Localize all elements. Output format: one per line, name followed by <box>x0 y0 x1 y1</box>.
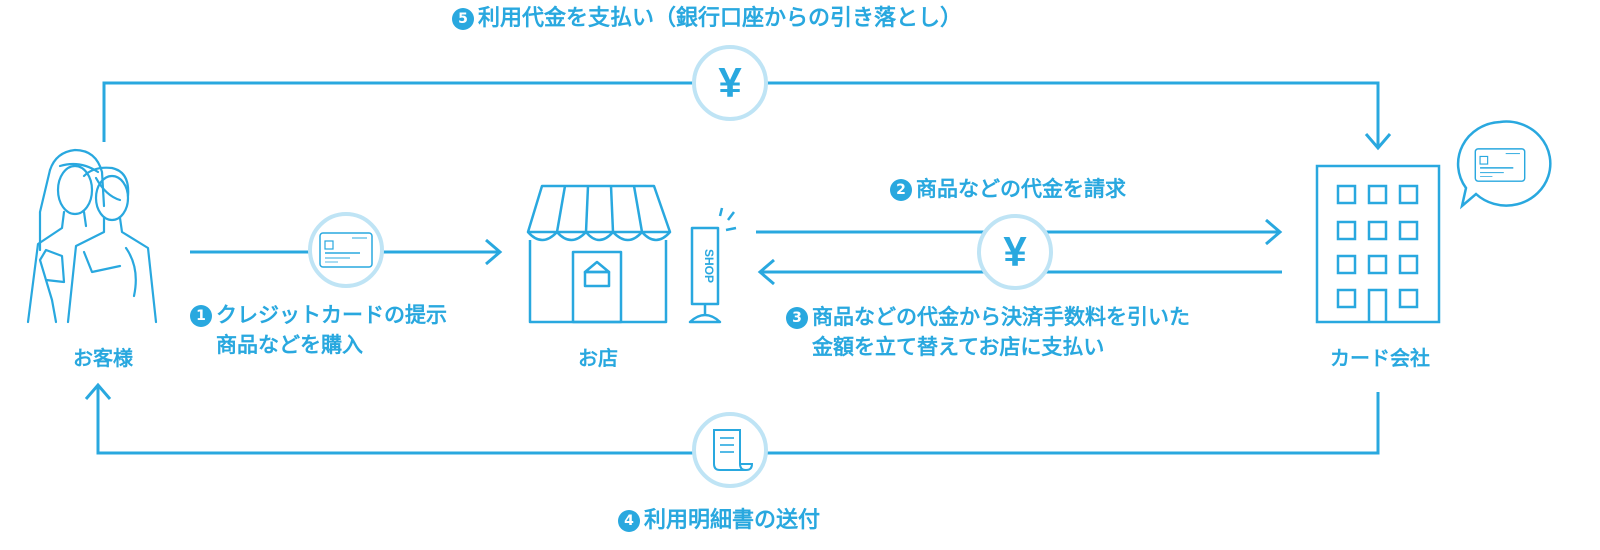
yen-icon: ¥ <box>692 45 768 121</box>
step2-text: 商品などの代金を請求 <box>916 177 1126 201</box>
actor-card-company-label: カード会社 <box>1330 346 1430 370</box>
building-icon <box>1315 164 1441 324</box>
arrow-head-step1 <box>485 238 503 266</box>
step3-text-line1: 商品などの代金から決済手数料を引いた <box>812 305 1190 329</box>
shop-icon <box>526 184 737 324</box>
credit-card-icon <box>308 212 384 288</box>
step4-number: 4 <box>618 510 640 532</box>
step5-number: 5 <box>452 8 474 30</box>
yen-icon: ¥ <box>977 214 1053 290</box>
step4-text: 利用明細書の送付 <box>644 508 821 533</box>
actor-customer-label: お客様 <box>73 346 133 370</box>
yen-symbol-step23: ¥ <box>1003 228 1027 275</box>
step1-text-line1: クレジットカードの提示 <box>216 303 447 327</box>
step1-number: 1 <box>190 305 212 327</box>
arrow-head-step3 <box>757 258 775 286</box>
step5-text: 利用代金を支払い（銀行口座からの引き落とし） <box>478 6 963 31</box>
arrow-head-step2 <box>1265 218 1283 246</box>
speech-bubble-card-icon <box>1456 120 1552 210</box>
arrow-head-step4 <box>84 382 112 400</box>
receipt-icon <box>692 412 768 488</box>
step1-text-line2: 商品などを購入 <box>216 333 363 357</box>
customers-icon <box>26 148 158 324</box>
actor-shop-label: お店 <box>578 346 618 370</box>
arrow-head-step5 <box>1364 133 1392 151</box>
yen-symbol-step5: ¥ <box>718 59 742 106</box>
shop-sign-text: SHOP <box>702 249 716 283</box>
step3-number: 3 <box>786 307 808 329</box>
step3-text-line2: 金額を立て替えてお店に支払い <box>812 335 1105 359</box>
step2-number: 2 <box>890 179 912 201</box>
